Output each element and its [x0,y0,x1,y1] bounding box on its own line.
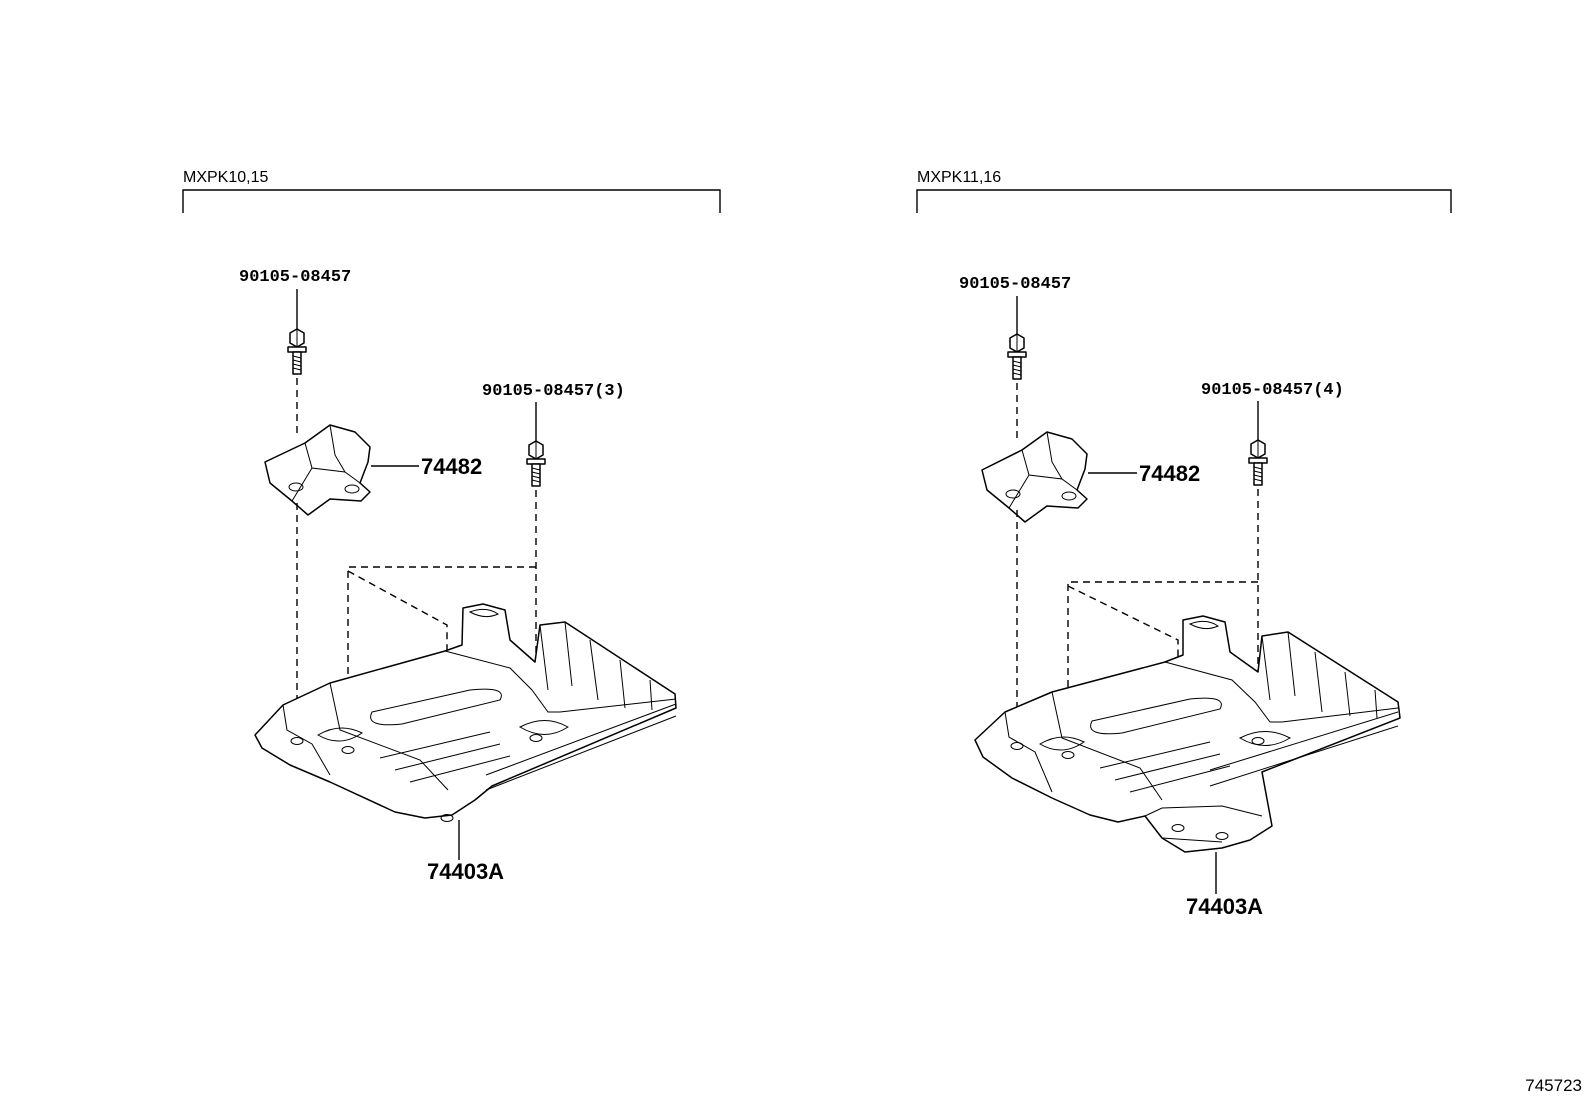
bolt-part-number: 90105-08457 [239,268,351,287]
bolt-part-number: 90105-08457(4) [1201,381,1344,400]
tray-part [254,603,677,822]
tray-part [974,615,1401,853]
bracket-part-number: 74482 [421,454,482,479]
bracket-part-number: 74482 [1139,461,1200,486]
bolt-icon [1007,333,1027,380]
bracket-part [981,431,1088,523]
reference-number: 745723 [1525,1076,1582,1095]
variant-group-right: MXPK11,16 90105-08457 74482 90105-08457(… [916,169,1452,919]
bracket-part [264,424,371,516]
bolt-icon [526,440,546,487]
bolt-part-number: 90105-08457(3) [482,382,625,401]
variant-bracket [182,189,721,213]
tray-part-number: 74403A [427,859,504,884]
variant-label: MXPK10,15 [183,169,268,186]
variant-bracket [916,189,1452,213]
tray-part-number: 74403A [1186,894,1263,919]
bolt-icon [287,328,307,375]
bolt-icon [1248,439,1268,486]
assembly-line [1067,489,1259,826]
bolt-part-number: 90105-08457 [959,275,1071,294]
variant-label: MXPK11,16 [917,169,1001,186]
variant-group-left: MXPK10,15 90105-08457 74482 90105-08457(… [182,169,721,884]
